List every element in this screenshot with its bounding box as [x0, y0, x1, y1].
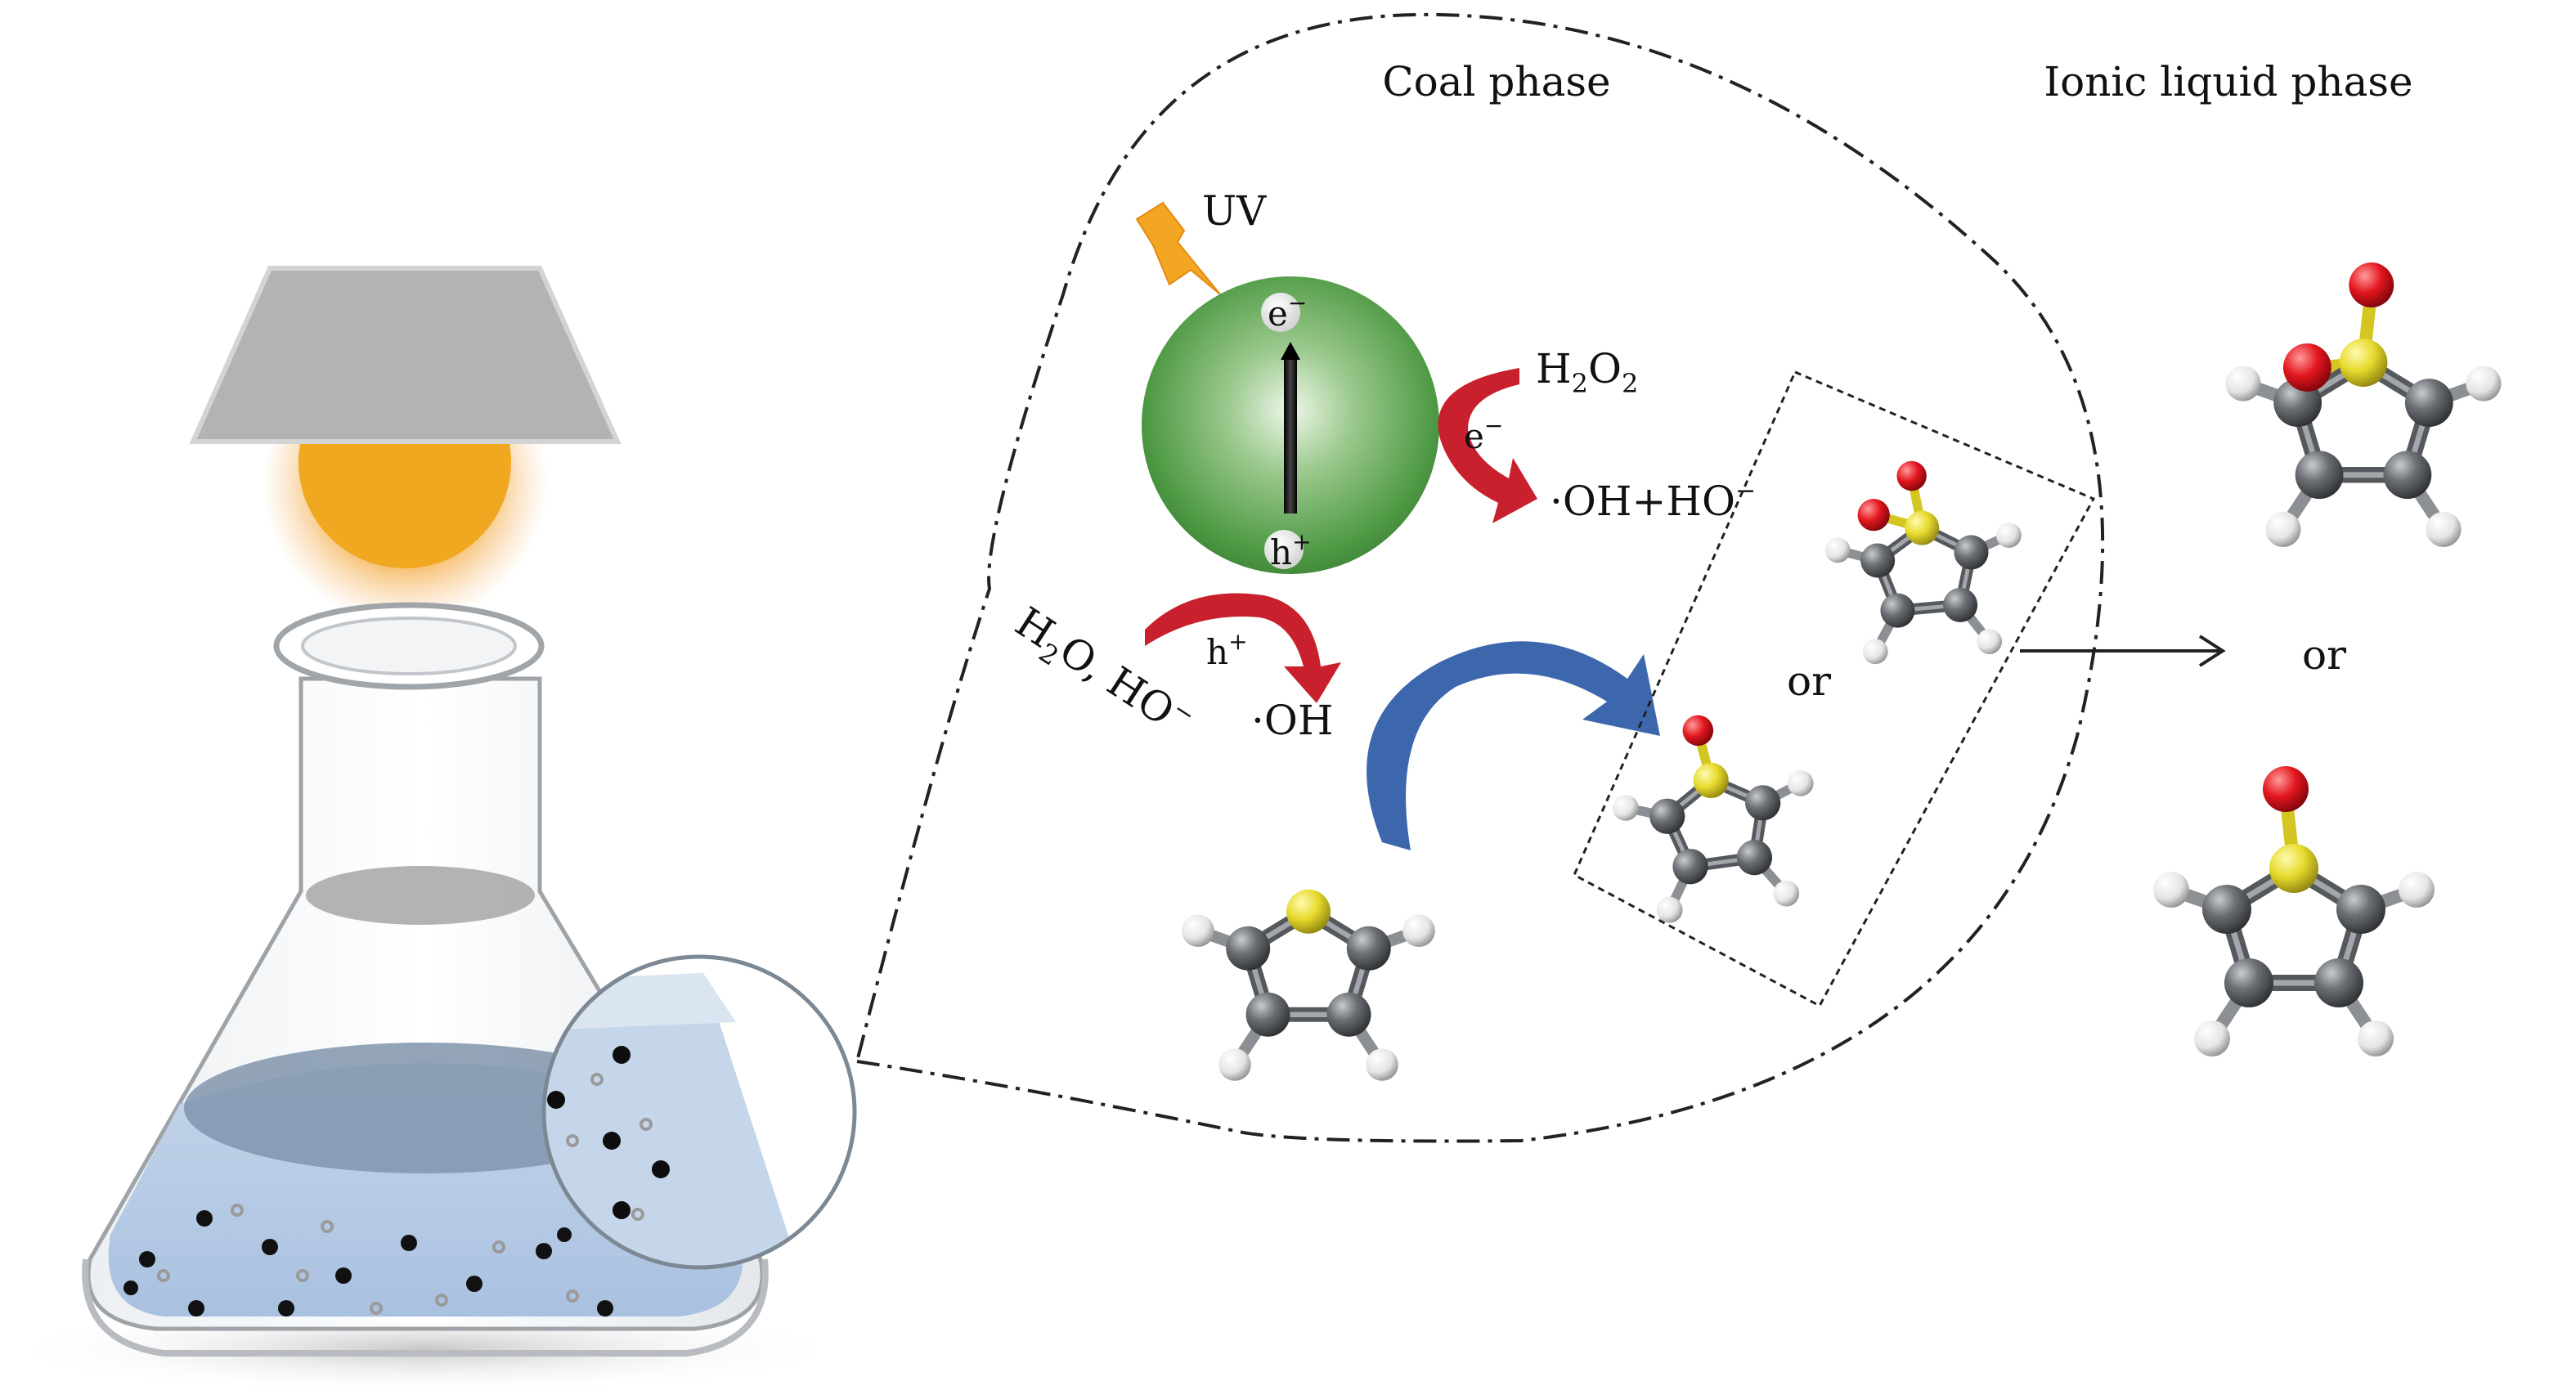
sulfoxide-ionic-phase-molecule	[2153, 766, 2435, 1056]
e-arrow-label: e−	[1464, 412, 1503, 456]
products-box	[1573, 370, 2096, 1008]
photocatalyst-particle	[1142, 276, 1439, 574]
zoom-callout-outline	[855, 12, 2105, 1143]
or-right-label: or	[2302, 631, 2346, 679]
h2o2-label: H2O2	[1536, 345, 1638, 399]
oxidation-arrow	[1367, 641, 1660, 850]
magnifier-circle-icon	[541, 954, 857, 1270]
transfer-arrow	[2020, 635, 2226, 667]
oh-product-label: ·OH	[1251, 697, 1334, 744]
ionic-liquid-phase-label: Ionic liquid phase	[2044, 58, 2412, 105]
sulfone-ionic-phase-molecule	[2225, 262, 2501, 547]
or-box-label: or	[1787, 657, 1831, 705]
thiophene-sulfoxide-molecule	[1601, 715, 1830, 929]
coal-phase-label: Coal phase	[1382, 58, 1610, 105]
h-arrow-label: h+	[1206, 628, 1248, 672]
hole-label: h+	[1270, 528, 1312, 572]
electron-label: e−	[1268, 289, 1307, 334]
thiophene-sulfone-molecule	[1818, 460, 2031, 668]
thiophene-molecule	[1182, 890, 1435, 1081]
uv-label: UV	[1202, 187, 1267, 235]
oh-ho-products-label: ·OH+HO−	[1550, 477, 1756, 525]
electron-transfer-arrow	[1438, 368, 1537, 523]
hole-transfer-arrow	[1145, 593, 1341, 703]
lamp-icon	[189, 266, 622, 626]
